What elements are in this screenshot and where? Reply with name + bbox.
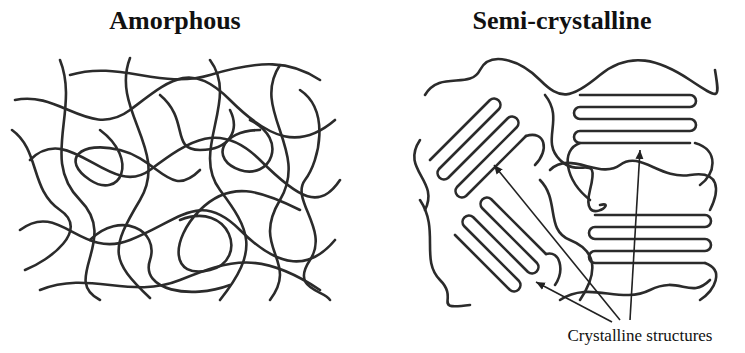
polymer-chain (179, 191, 300, 272)
leader-arrow (630, 150, 640, 320)
polymer-chain (270, 65, 289, 300)
polymer-chain (60, 60, 100, 300)
polymer-chain (425, 59, 717, 95)
polymer-chain (119, 58, 150, 298)
polymer-chain (40, 263, 320, 291)
polymer-chain (568, 143, 590, 200)
polymer-chain (223, 120, 273, 172)
polymer-chain (70, 64, 320, 80)
callout-label: Crystalline structures (568, 326, 713, 346)
polymer-chain (526, 135, 544, 165)
leader-arrow (536, 282, 612, 322)
polymer-chain (540, 180, 592, 300)
panel-title: Semi-crystalline (472, 6, 651, 36)
polymer-chain (414, 140, 428, 210)
polymer-chain (300, 90, 330, 300)
panel-title: Amorphous (109, 6, 240, 36)
polymer-chain (420, 200, 470, 306)
polymer-chain (545, 95, 606, 211)
crystalline-lamella (574, 95, 696, 143)
leader-arrow (494, 165, 620, 320)
crystalline-lamella (430, 99, 526, 198)
polymer-chain (700, 263, 716, 300)
polymer-chain (90, 225, 230, 292)
polymer-chain (160, 95, 234, 150)
polymer-chain (12, 130, 71, 270)
crystalline-lamella (589, 215, 711, 263)
polymer-chain (695, 143, 713, 185)
polymer-chain (546, 253, 560, 285)
